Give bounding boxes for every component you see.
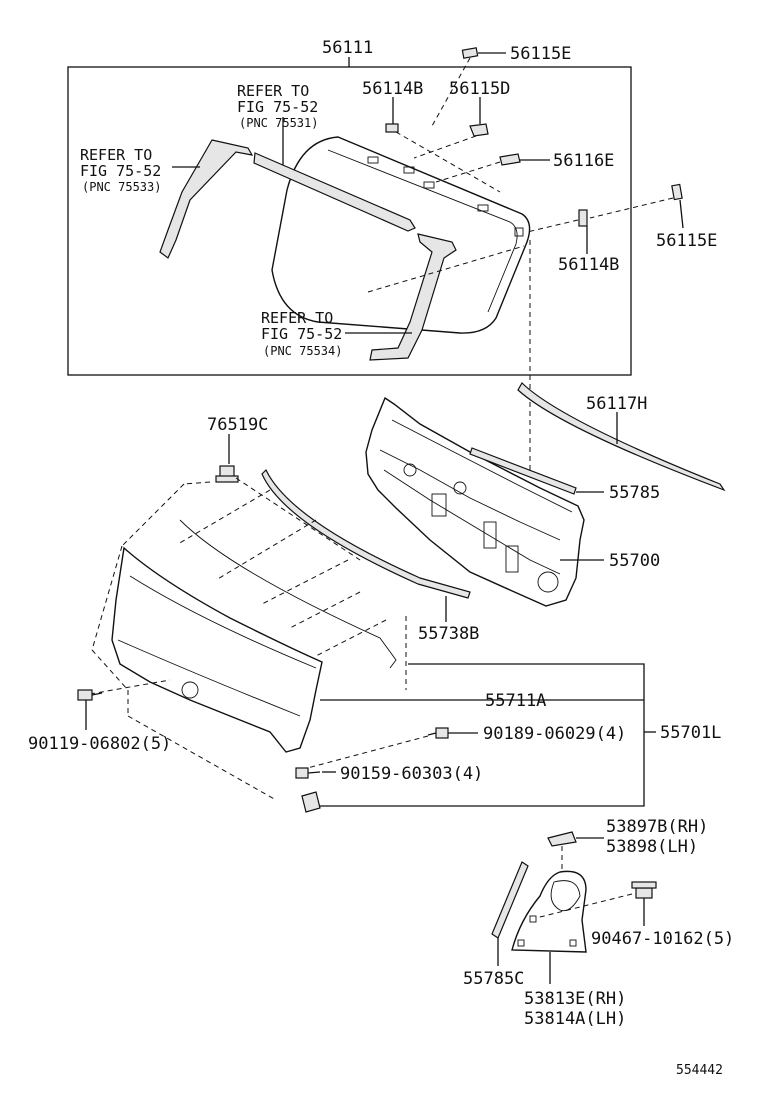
bracket-washer	[301, 791, 321, 813]
clip-56116E	[499, 153, 521, 166]
weatherstrip-56117H	[517, 382, 726, 492]
label-76519C: 76519C	[207, 415, 268, 435]
label-56115E-top: 56115E	[510, 44, 571, 64]
label-56111: 56111	[322, 38, 373, 58]
label-55700: 55700	[609, 551, 660, 571]
left-pillar-molding	[159, 139, 254, 259]
label-90119-06802: 90119-06802(5)	[28, 734, 171, 754]
bolt-90159	[295, 767, 321, 779]
ref-note-75531-line2: FIG 75-52	[237, 98, 318, 116]
bolt-90189	[427, 727, 449, 739]
figure-id: 554442	[676, 1063, 723, 1078]
ref-note-75533-line1: REFER TO	[80, 146, 152, 164]
ref-note-75531-line1: REFER TO	[237, 82, 309, 100]
label-56116E: 56116E	[553, 151, 614, 171]
seal-strip-55738B	[261, 468, 471, 599]
label-53814A: 53814A(LH)	[524, 1009, 626, 1029]
label-53898: 53898(LH)	[606, 837, 698, 857]
label-56115E-right: 56115E	[656, 231, 717, 251]
dash-panel-55711A	[111, 546, 323, 753]
label-55738B: 55738B	[418, 624, 479, 644]
bracket-frame-55701L	[316, 663, 645, 807]
upper-molding-strip	[253, 152, 416, 232]
clip-90467	[631, 881, 657, 899]
ref-note-75534-line2: FIG 75-52	[261, 325, 342, 343]
label-55785: 55785	[609, 483, 660, 503]
label-56117H: 56117H	[586, 394, 647, 414]
clip-53897B	[547, 831, 577, 847]
clip-56115D	[469, 123, 489, 137]
clip-56115E-top	[461, 47, 479, 59]
label-55785C: 55785C	[463, 969, 524, 989]
label-56114B-top: 56114B	[362, 79, 423, 99]
label-90159-60303: 90159-60303(4)	[340, 764, 483, 784]
label-90467-10162: 90467-10162(5)	[591, 929, 734, 949]
ref-note-75534-line3: (PNC 75534)	[263, 344, 342, 358]
clip-56115E-right	[671, 183, 683, 201]
ref-note-75534-line1: REFER TO	[261, 309, 333, 327]
right-pillar-molding	[369, 233, 457, 361]
strip-55785	[469, 447, 577, 495]
windshield-glass	[271, 136, 531, 334]
ref-note-75533-line2: FIG 75-52	[80, 162, 161, 180]
label-55711A: 55711A	[485, 691, 546, 711]
label-53897B: 53897B(RH)	[606, 817, 708, 837]
clip-56114B-top	[385, 123, 399, 133]
label-53813E: 53813E(RH)	[524, 989, 626, 1009]
clip-56114B-right	[578, 209, 588, 227]
label-90189-06029: 90189-06029(4)	[483, 724, 626, 744]
label-56115D: 56115D	[449, 79, 510, 99]
label-56114B-right: 56114B	[558, 255, 619, 275]
bolt-90119	[77, 689, 103, 701]
label-55701L: 55701L	[660, 723, 721, 743]
ref-note-75533-line3: (PNC 75533)	[82, 180, 161, 194]
clip-76519C	[215, 465, 239, 483]
trim-panel-53813E	[511, 870, 587, 953]
ref-note-75531-line3: (PNC 75531)	[239, 116, 318, 130]
